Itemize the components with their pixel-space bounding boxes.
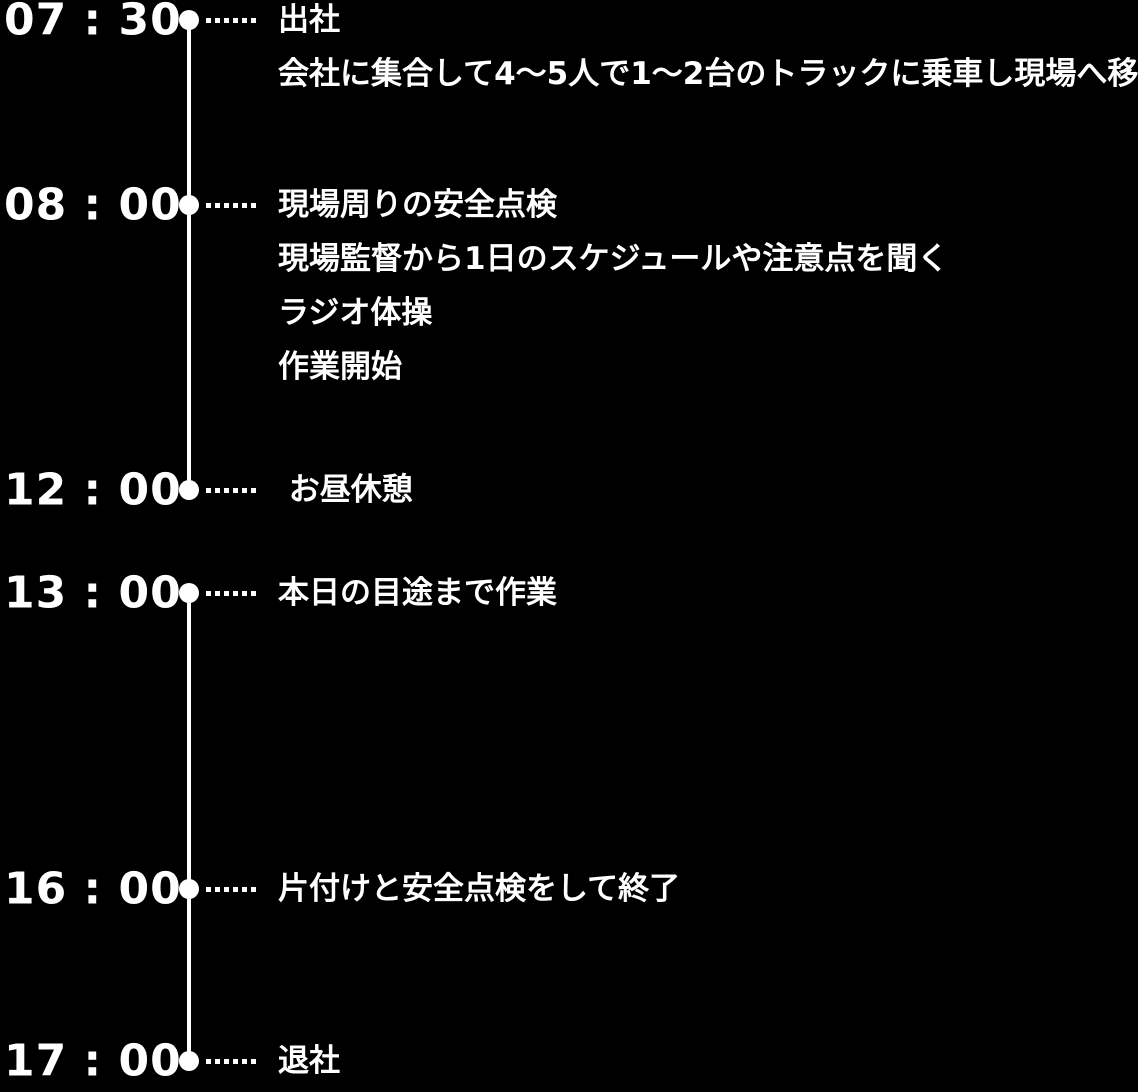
event-list: お昼休憩 [278,463,413,517]
dotted-connector [206,18,256,23]
timeline-dot [179,195,199,215]
dotted-connector [206,887,256,892]
event-list: 片付けと安全点検をして終了 [278,862,680,916]
timeline-dot [179,879,199,899]
event-text: ラジオ体操 [278,295,433,331]
dotted-connector [206,1059,256,1064]
timeline-entry-0800: 08 : 00 現場周りの安全点検 現場監督から1日のスケジュールや注意点を聞く… [0,178,1138,386]
time-label: 16 : 00 [4,863,182,915]
dotted-connector [206,203,256,208]
timeline-rail-segment-afternoon [187,593,191,1061]
time-label: 08 : 00 [4,179,182,231]
timeline-dot [179,10,199,30]
event-text: お昼休憩 [278,472,413,508]
timeline-entry-1200: 12 : 00 お昼休憩 [0,463,1138,517]
timeline-entry-1300: 13 : 00 本日の目途まで作業 [0,566,1138,620]
timeline-entry-1600: 16 : 00 片付けと安全点検をして終了 [0,862,1138,916]
dotted-connector [206,591,256,596]
time-label: 13 : 00 [4,567,182,619]
event-text: 退社 [278,1043,340,1079]
timeline-dot [179,480,199,500]
event-text: 現場監督から1日のスケジュールや注意点を聞く [278,241,949,277]
event-list: 出社 会社に集合して4〜5人で1〜2台のトラックに乗車し現場へ移動 [278,0,1138,101]
event-text: 出社 [278,2,340,38]
event-text: 本日の目途まで作業 [278,575,557,611]
event-text: 片付けと安全点検をして終了 [278,871,681,907]
timeline-dot [179,583,199,603]
event-text: 作業開始 [278,349,402,385]
time-label: 12 : 00 [4,464,182,516]
timeline-entry-0730: 07 : 30 出社 会社に集合して4〜5人で1〜2台のトラックに乗車し現場へ移… [0,0,1138,92]
event-list: 本日の目途まで作業 [278,566,557,620]
event-list: 現場周りの安全点検 現場監督から1日のスケジュールや注意点を聞く ラジオ体操 作… [278,178,948,394]
time-label: 17 : 00 [4,1035,182,1087]
timeline-rail-segment-morning [187,20,191,490]
timeline-entry-1700: 17 : 00 退社 [0,1034,1138,1088]
event-text: 現場周りの安全点検 [278,187,557,223]
event-text: 会社に集合して4〜5人で1〜2台のトラックに乗車し現場へ移動 [278,56,1138,92]
dotted-connector [206,488,256,493]
time-label: 07 : 30 [4,0,182,46]
timeline-dot [179,1051,199,1071]
event-list: 退社 [278,1034,340,1088]
